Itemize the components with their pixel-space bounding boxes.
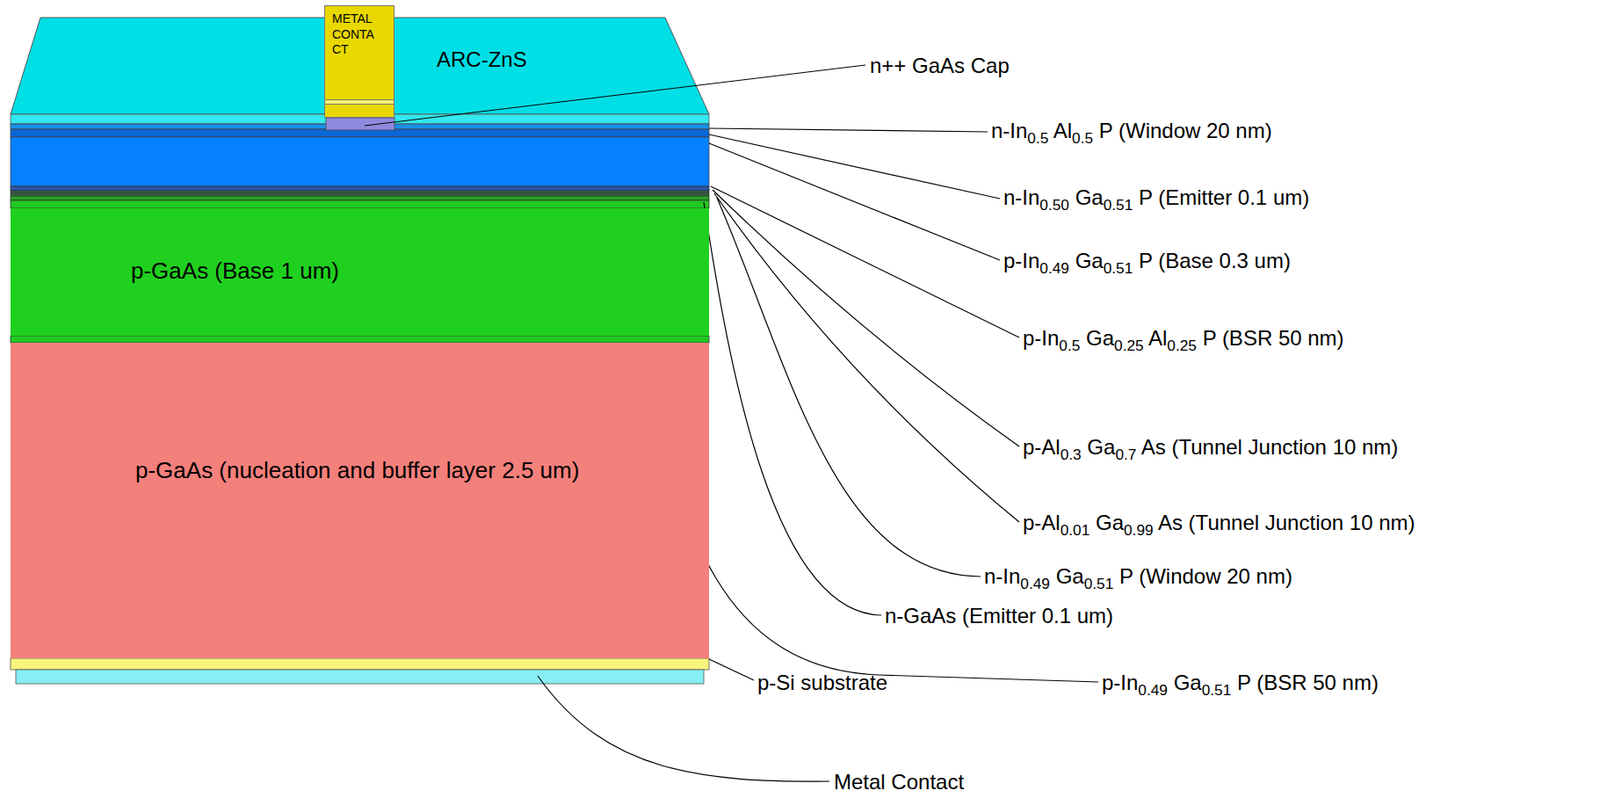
layer-label: p-GaAs (Base 1 um) (130, 257, 340, 285)
callout-label: p-Al0.01 Ga0.99 As (Tunnel Junction 10 n… (1022, 509, 1416, 538)
text-part: P (Emitter 0.1 um) (1132, 185, 1310, 210)
leader-line (714, 193, 1020, 522)
gaas-cap (325, 117, 395, 131)
text-part: P (Window 20 nm) (1113, 564, 1293, 588)
leader-line (712, 189, 1020, 447)
text-part: P (BSR 50 nm) (1230, 670, 1379, 695)
text-part: Ga (1069, 248, 1104, 273)
text-part: n-In (984, 564, 1021, 588)
subscript: 0.01 (1060, 521, 1091, 539)
tunnel-layer (10, 193, 710, 196)
callout-label: p-In0.49 Ga0.51 P (Base 0.3 um) (1003, 247, 1291, 276)
text-part: As (Tunnel Junction 10 nm) (1153, 510, 1416, 535)
si-substrate (10, 658, 710, 670)
subscript: 0.51 (1201, 680, 1232, 699)
callout-label: p-Si substrate (757, 669, 888, 696)
callout-label: n-In0.50 Ga0.51 P (Emitter 0.1 um) (1003, 184, 1310, 213)
callout-label: n++ GaAs Cap (869, 52, 1010, 80)
text-part: Ga (1167, 670, 1202, 695)
text-part: p-In (1003, 248, 1040, 273)
text-part: p-GaAs (Base 1 um) (130, 257, 340, 284)
callout-label: p-In0.49 Ga0.51 P (BSR 50 nm) (1101, 669, 1379, 698)
text-part: p-In (1101, 670, 1138, 695)
subscript: 0.49 (1039, 259, 1070, 277)
leader-line (716, 197, 981, 577)
text-part: p-Al (1022, 510, 1061, 535)
text-part: Ga (1089, 510, 1124, 535)
subscript: 0.51 (1103, 195, 1134, 214)
subscript: 0.50 (1039, 195, 1070, 214)
callout-label: Metal Contact (833, 768, 964, 796)
leader-line (640, 344, 1099, 682)
bottom-contact (15, 669, 704, 684)
subscript: 0.25 (1114, 336, 1144, 355)
text-part: Ga (1081, 434, 1116, 459)
ingap-base-layer (10, 137, 710, 187)
text-part: P (BSR 50 nm) (1196, 325, 1345, 350)
callout-label: p-Al0.3 Ga0.7 As (Tunnel Junction 10 nm) (1022, 434, 1398, 463)
leader-line (709, 128, 988, 132)
text-part: p-Al (1022, 434, 1061, 459)
layer-label: METAL CONTA CT (332, 11, 384, 58)
leader-line (709, 134, 1000, 199)
text-part: n-GaAs (Emitter 0.1 um) (884, 603, 1114, 628)
text-part: Al (1143, 325, 1168, 350)
emitter-layer (10, 200, 710, 209)
subscript: 0.5 (1027, 129, 1049, 147)
text-part: P (Base 0.3 um) (1132, 248, 1291, 273)
callout-label: n-GaAs (Emitter 0.1 um) (884, 602, 1114, 630)
gaas-buffer-band: p-GaAs (nucleation and buffer layer 2.5 … (10, 342, 710, 659)
arc-region: ARC-ZnSMETAL CONTA CT (10, 17, 710, 124)
subscript: 0.51 (1103, 259, 1134, 277)
subscript: 0.99 (1123, 521, 1154, 539)
leader-line (710, 186, 1020, 338)
callout-label: n-In0.49 Ga0.51 P (Window 20 nm) (984, 563, 1293, 592)
subscript: 0.7 (1114, 445, 1137, 464)
text-part: Ga (1069, 185, 1104, 210)
subscript: 0.49 (1137, 680, 1168, 699)
text-part: p-Si substrate (757, 670, 888, 695)
subscript: 0.49 (1020, 574, 1050, 593)
text-part: Al (1048, 118, 1072, 143)
leader-line (703, 202, 882, 616)
layer-label: p-GaAs (nucleation and buffer layer 2.5 … (135, 456, 580, 485)
text-part: Ga (1079, 325, 1115, 350)
text-part: Ga (1049, 564, 1085, 588)
gaas-base-band: p-GaAs (Base 1 um) (10, 208, 710, 336)
leader-line (709, 658, 754, 681)
contact-stripe (325, 99, 394, 105)
bsr-layer (10, 335, 710, 343)
text-part: n-In (1003, 185, 1040, 210)
text-part: Metal Contact (833, 769, 964, 794)
text-part: METAL CONTA CT (332, 11, 374, 57)
layer-label: ARC-ZnS (436, 47, 528, 73)
leader-line (709, 143, 1000, 261)
leader-line (364, 65, 866, 126)
text-part: p-GaAs (nucleation and buffer layer 2.5 … (135, 456, 580, 484)
subscript: 0.5 (1058, 336, 1080, 355)
text-part: n++ GaAs Cap (869, 53, 1010, 78)
subscript: 0.5 (1071, 129, 1094, 147)
text-part: p-In (1022, 325, 1059, 350)
text-part: P (Window 20 nm) (1093, 118, 1273, 143)
callout-label: p-In0.5 Ga0.25 Al0.25 P (BSR 50 nm) (1022, 325, 1345, 354)
window-layer (10, 195, 710, 201)
tunnel-layer (10, 190, 710, 194)
text-part: n-In (991, 118, 1028, 143)
callout-label: n-In0.5 Al0.5 P (Window 20 nm) (991, 117, 1273, 146)
bsr-layer (10, 186, 710, 191)
subscript: 0.25 (1166, 336, 1197, 355)
text-part: As (Tunnel Junction 10 nm) (1136, 434, 1398, 459)
metal-contact: METAL CONTA CT (324, 5, 395, 118)
subscript: 0.51 (1084, 574, 1115, 593)
text-part: ARC-ZnS (436, 47, 528, 72)
subscript: 0.3 (1060, 445, 1082, 464)
